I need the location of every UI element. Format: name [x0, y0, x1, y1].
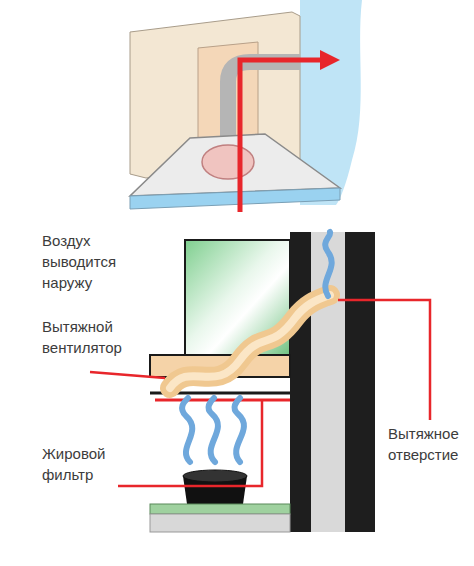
- leader-line: [338, 300, 430, 420]
- pot: [183, 471, 247, 504]
- fan: [202, 145, 254, 179]
- callout-label: Вытяжной вентилятор: [42, 316, 142, 358]
- hood: [130, 134, 340, 196]
- callout-label: Воздух выводится наружу: [42, 230, 142, 293]
- smoke-flow: [325, 232, 331, 296]
- leader-line: [90, 372, 165, 378]
- stove-base: [150, 514, 290, 532]
- smoke-flow: [170, 295, 330, 388]
- leader-line: [118, 400, 262, 486]
- filter: [130, 188, 340, 209]
- pot-rim: [183, 470, 247, 482]
- smoke-flow: [208, 398, 217, 462]
- wall: [290, 232, 375, 532]
- airflow-arrow: [240, 60, 330, 212]
- smoke-flow: [234, 398, 243, 462]
- grease-filter: [155, 399, 290, 402]
- callout-label: Вытяжное отверстие: [388, 423, 474, 465]
- smoke-flow: [170, 295, 330, 388]
- exhaust-opening: [311, 232, 345, 532]
- callout-label: Жировой фильтр: [42, 443, 132, 485]
- stove-top: [150, 504, 290, 514]
- smoke-flow: [182, 398, 192, 462]
